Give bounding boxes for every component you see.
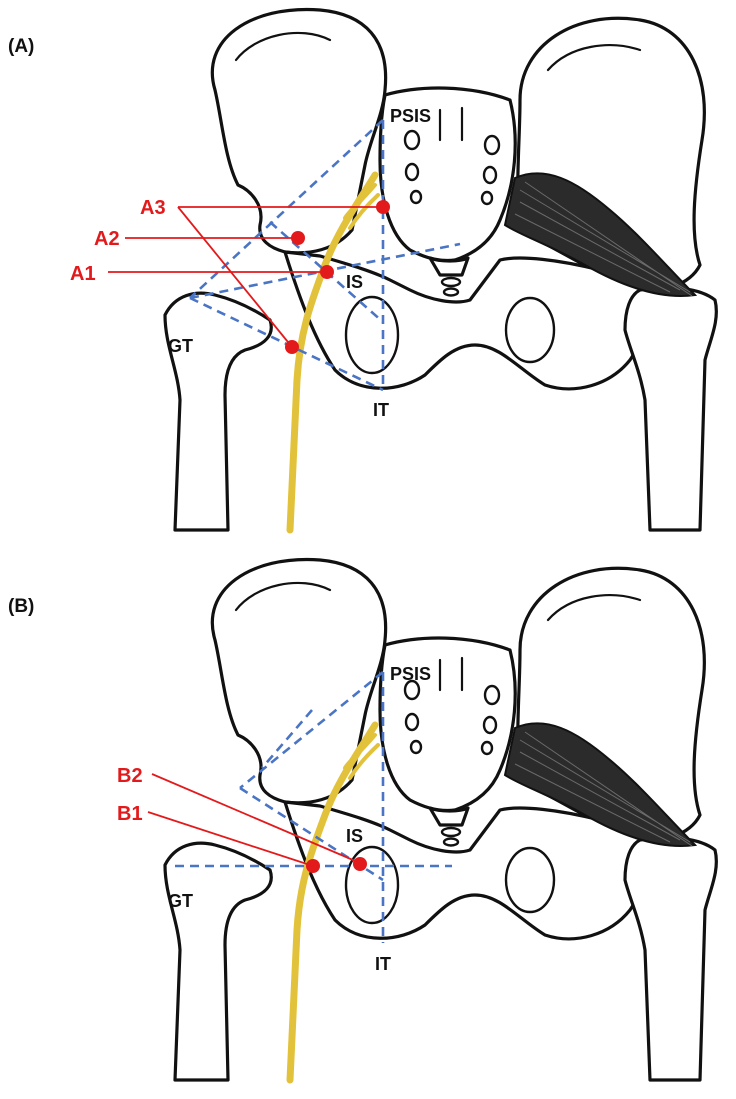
right-femur xyxy=(625,838,716,1080)
right-femur xyxy=(625,288,716,530)
obturator-foramen-left xyxy=(346,847,398,923)
label-gt: GT xyxy=(168,891,193,911)
obturator-foramen-right xyxy=(506,298,554,362)
pelvis-diagram-b: (B) PSIS IS IT GT B2 B1 xyxy=(0,550,736,1099)
label-b2: B2 xyxy=(117,765,143,787)
panel-label-b: (B) xyxy=(8,596,34,617)
left-femur xyxy=(165,843,271,1080)
label-it: IT xyxy=(375,954,391,974)
point-a3-upper xyxy=(376,200,390,214)
coccyx xyxy=(430,808,468,825)
label-b1: B1 xyxy=(117,803,143,825)
label-psis: PSIS xyxy=(390,664,431,684)
panel-b: (B) PSIS IS IT GT B2 B1 xyxy=(0,550,736,1099)
left-femur xyxy=(165,293,271,530)
panel-a: (A) PSIS IS IT GT A3 A2 A1 xyxy=(0,0,736,549)
point-a2 xyxy=(291,231,305,245)
coccyx xyxy=(430,258,468,275)
label-a3: A3 xyxy=(140,197,166,219)
obturator-foramen-left xyxy=(346,297,398,373)
pelvis-diagram-a: (A) PSIS IS IT GT A3 A2 A1 xyxy=(0,0,736,549)
panel-label-a: (A) xyxy=(8,36,34,57)
label-a2: A2 xyxy=(94,228,120,250)
label-gt: GT xyxy=(168,336,193,356)
label-it: IT xyxy=(373,400,389,420)
label-is: IS xyxy=(346,826,363,846)
point-b1 xyxy=(306,859,320,873)
label-psis: PSIS xyxy=(390,106,431,126)
label-a1: A1 xyxy=(70,263,96,285)
obturator-foramen-right xyxy=(506,848,554,912)
point-a1 xyxy=(320,265,334,279)
point-a3-lower xyxy=(285,340,299,354)
point-b2 xyxy=(353,857,367,871)
label-is: IS xyxy=(346,272,363,292)
